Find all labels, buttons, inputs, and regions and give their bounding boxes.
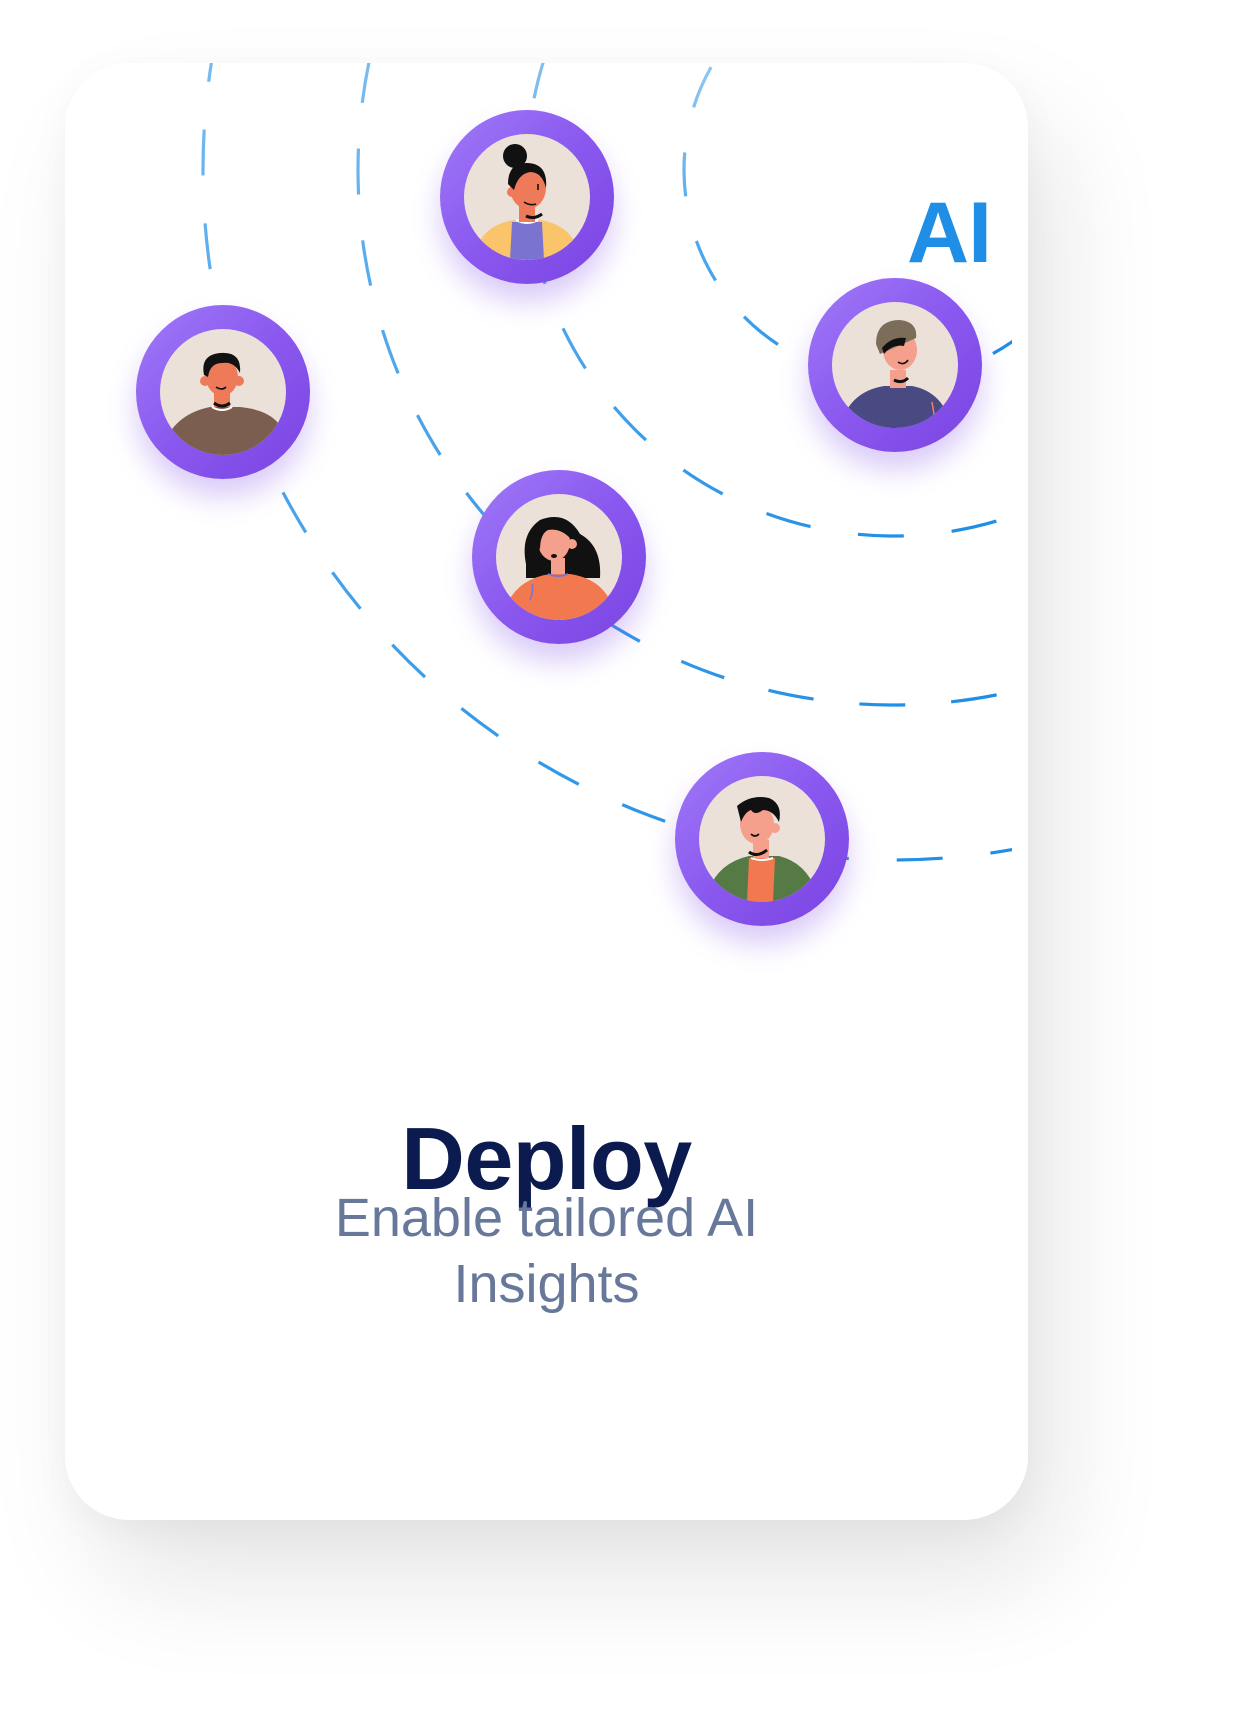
deploy-card: AI [65,63,1028,1520]
person-woman-bun-icon [474,144,580,260]
subtitle-line-1: Enable tailored AI [334,1188,759,1248]
person-woman-long-hair-icon [502,517,616,620]
person-man-green-jacket-icon [705,797,819,902]
avatar-woman-bun [440,110,614,284]
subtitle-line-2: Insights [453,1254,640,1314]
card-subtitle: Enable tailored AI Insights [65,1185,1028,1317]
avatar-woman-long-hair [472,470,646,644]
avatar-man-green-jacket [675,752,849,926]
person-man-beanie-icon [840,320,952,428]
ai-badge: AI [907,185,992,281]
orbit-arc-4 [201,63,1012,862]
orbit-arc-1 [682,63,1012,381]
avatar-man-brown-sweater [136,305,310,479]
avatar-man-beanie [808,278,982,452]
orbit-arc-3 [356,63,1012,707]
card-title: Deploy [401,1109,692,1208]
person-man-brown-sweater-icon [160,352,286,455]
